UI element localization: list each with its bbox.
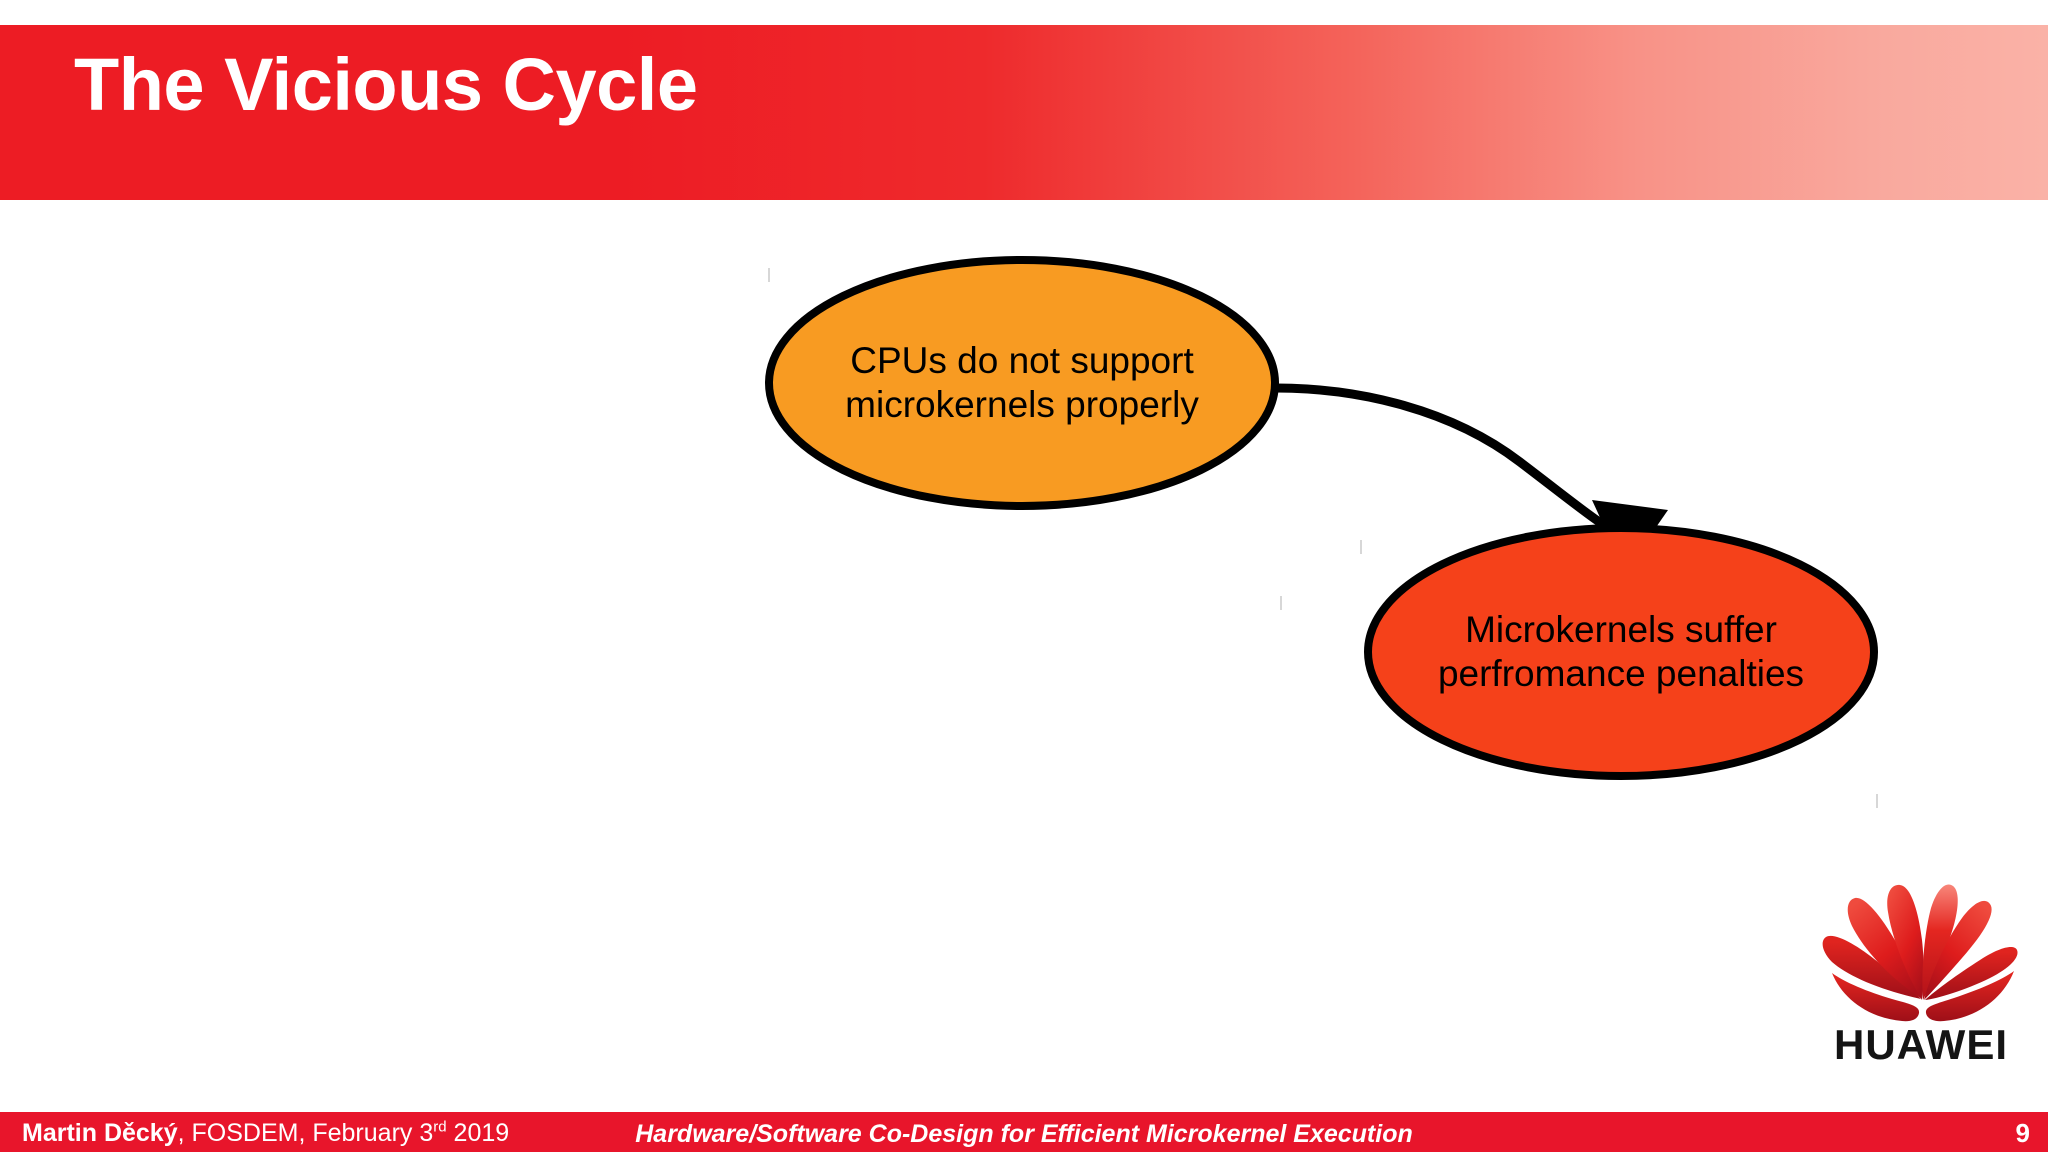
footer-year: 2019 bbox=[446, 1119, 510, 1147]
footer-event-text: , FOSDEM, February 3 bbox=[177, 1119, 434, 1147]
huawei-wordmark: HUAWEI bbox=[1834, 1021, 2008, 1068]
footer-page-number: 9 bbox=[2015, 1118, 2030, 1148]
huawei-logo: HUAWEI bbox=[1818, 878, 2024, 1078]
footer-bar bbox=[0, 1112, 2048, 1152]
render-artifact-tick bbox=[1876, 794, 1878, 808]
render-artifact-tick bbox=[1280, 596, 1282, 610]
footer-author-line: Martin Děcký, FOSDEM, February 3rd 2019 bbox=[22, 1119, 509, 1148]
render-artifact-tick bbox=[768, 268, 770, 282]
page-title: The Vicious Cycle bbox=[74, 43, 698, 126]
node-microkernels-ellipse[interactable] bbox=[1364, 524, 1878, 780]
render-artifact-tick bbox=[1360, 540, 1362, 554]
node-cpus-ellipse[interactable] bbox=[765, 256, 1279, 510]
footer-talk-title: Hardware/Software Co-Design for Efficien… bbox=[635, 1120, 1413, 1148]
diagram-stage: CPUs do not support microkernels properl… bbox=[0, 200, 2048, 1112]
huawei-flower-icon bbox=[1822, 884, 2018, 1022]
footer-author-name: Martin Děcký bbox=[22, 1119, 178, 1147]
footer-ordinal: rd bbox=[433, 1118, 447, 1136]
vicious-cycle-diagram bbox=[765, 256, 1878, 780]
title-band bbox=[0, 25, 2048, 200]
